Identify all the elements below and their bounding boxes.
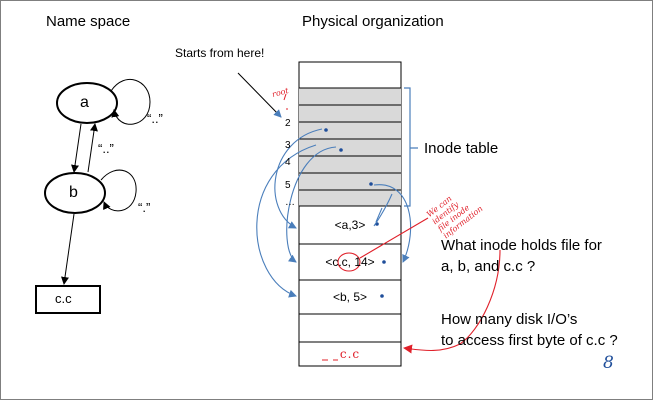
file-cc-data-block: c.c <box>339 347 361 361</box>
row-number-5: 5 <box>285 180 291 191</box>
loop-a-label: “..” <box>147 111 163 126</box>
root-note-mark <box>283 93 288 110</box>
dir-entry-a: <a,3> <box>334 218 366 232</box>
loop-b-label: “.” <box>138 200 151 215</box>
node-b-label: b <box>69 184 78 201</box>
row-number-4: 4 <box>285 157 291 168</box>
file-cc-shape <box>35 285 101 314</box>
question-1: What inode holds file for a, b, and c.c … <box>441 237 602 275</box>
loop-a <box>110 79 151 125</box>
disk-blocks <box>298 61 402 367</box>
dir-entry-b: <b, 5> <box>332 290 368 304</box>
inode-table-bracket <box>404 87 418 207</box>
node-a-shape <box>56 82 118 124</box>
name-space-heading: Name space <box>46 13 131 30</box>
edge-a-to-b <box>71 123 82 173</box>
loop-b <box>100 169 137 212</box>
start-label: Starts from here! <box>175 46 265 60</box>
inode-table-label: Inode table <box>424 140 499 157</box>
pointer-curves <box>256 128 412 298</box>
red-annotations <box>322 217 501 361</box>
row-number-3: 3 <box>285 140 291 151</box>
row-number-ellipsis: … <box>285 197 295 208</box>
dir-entry-cc: <c.c, 14> <box>325 255 375 269</box>
row-number-2: 2 <box>285 118 291 129</box>
file-cc-label: c.c <box>55 291 72 306</box>
node-b-shape <box>44 172 106 214</box>
edge-b-to-a <box>87 123 98 173</box>
edge-b-to-cc <box>61 213 75 285</box>
pointer-dots <box>324 128 386 298</box>
node-a-label: a <box>80 94 89 111</box>
edge-b-to-a-label: “..” <box>98 141 114 156</box>
physical-organization-heading: Physical organization <box>302 13 444 30</box>
start-arrow <box>237 72 282 118</box>
slide-number: 8 <box>603 353 614 373</box>
question-2: How many disk I/O’s to access first byte… <box>441 311 618 349</box>
